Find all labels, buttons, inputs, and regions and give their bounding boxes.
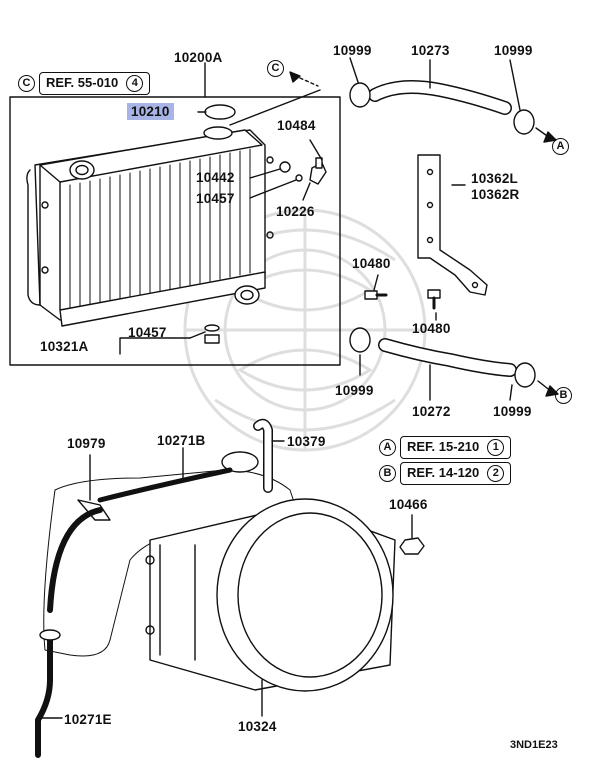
- part-label-10210-highlight: 10210: [127, 103, 174, 120]
- part-label-10466: 10466: [389, 497, 428, 512]
- radiator-core: [26, 126, 274, 327]
- ref-marker-c: C: [18, 75, 35, 92]
- drain-plug: [204, 324, 220, 344]
- ref-box-c: REF. 55-010 4: [39, 72, 151, 95]
- part-label-10999-upper-right: 10999: [494, 43, 533, 58]
- ref-text-a: REF. 15-210: [407, 438, 480, 454]
- part-label-10271E: 10271E: [64, 712, 112, 727]
- ref-text-c: REF. 55-010: [46, 74, 119, 90]
- part-label-10999-lower-right: 10999: [493, 404, 532, 419]
- part-label-10979: 10979: [67, 436, 106, 451]
- part-label-10999-upper-left: 10999: [333, 43, 372, 58]
- ref-marker-b: B: [379, 465, 396, 482]
- part-label-10362R: 10362R: [471, 187, 520, 202]
- part-label-10999-lower-left: 10999: [335, 383, 374, 398]
- ref-marker-a: A: [379, 439, 396, 456]
- part-label-10379: 10379: [287, 434, 326, 449]
- part-label-10226: 10226: [276, 204, 315, 219]
- part-label-10484: 10484: [277, 118, 316, 133]
- part-label-10442: 10442: [196, 170, 235, 185]
- ref-num-c: 4: [126, 75, 144, 92]
- mounting-bracket: [417, 154, 488, 296]
- lower-hose: [349, 327, 536, 388]
- part-label-10480-bottom: 10480: [412, 321, 451, 336]
- ref-box-a: REF. 15-210 1: [400, 436, 512, 459]
- connector-a: A: [552, 138, 569, 155]
- reference-b: B REF. 14-120 2: [379, 462, 512, 485]
- watermark-emblem: [183, 208, 427, 452]
- reference-c: C REF. 55-010 4: [18, 72, 151, 95]
- connector-c-marker: C: [267, 60, 284, 77]
- part-label-10272: 10272: [412, 404, 451, 419]
- part-label-10210: 10210: [127, 103, 174, 120]
- connector-c: C: [267, 60, 284, 77]
- bolt-left: [364, 290, 388, 300]
- part-label-10321A: 10321A: [40, 339, 89, 354]
- part-label-10362L: 10362L: [471, 171, 518, 186]
- part-label-10457-bottom: 10457: [128, 325, 167, 340]
- connector-b-marker: B: [555, 387, 572, 404]
- assembly-frame: [9, 96, 341, 366]
- connector-a-marker: A: [552, 138, 569, 155]
- part-label-10200A: 10200A: [174, 50, 223, 65]
- part-label-10271B: 10271B: [157, 433, 206, 448]
- diagram-code: 3ND1E23: [510, 739, 558, 751]
- drain-cock: [309, 139, 327, 185]
- ref-num-b: 2: [487, 465, 505, 482]
- ref-text-b: REF. 14-120: [407, 464, 480, 480]
- radiator-cap: [204, 104, 236, 120]
- ref-num-a: 1: [487, 439, 505, 456]
- part-label-10273: 10273: [411, 43, 450, 58]
- part-label-10457-top: 10457: [196, 191, 235, 206]
- part-label-10324: 10324: [238, 719, 277, 734]
- bolt-right: [427, 289, 441, 310]
- upper-hose: [349, 80, 535, 135]
- connector-b: B: [555, 387, 572, 404]
- reference-a: A REF. 15-210 1: [379, 436, 512, 459]
- part-label-10480-top: 10480: [352, 256, 391, 271]
- nut-10466: [399, 537, 425, 555]
- ref-box-b: REF. 14-120 2: [400, 462, 512, 485]
- fan-shroud: [145, 498, 396, 692]
